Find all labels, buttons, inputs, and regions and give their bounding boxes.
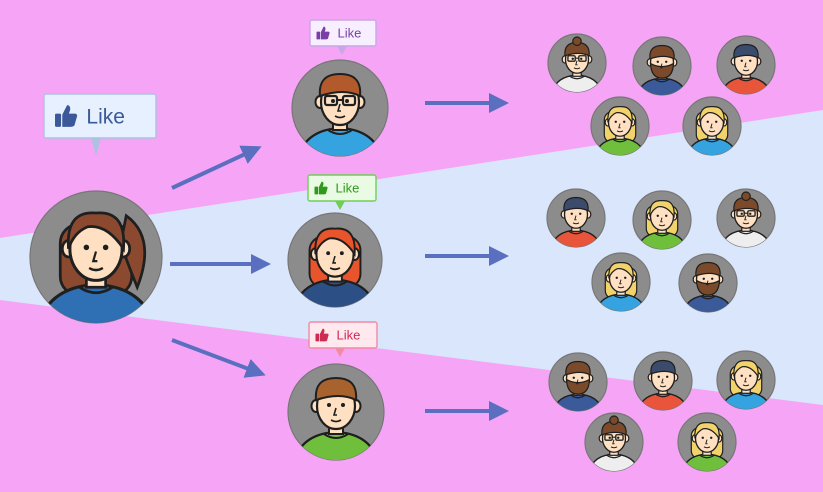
spread-band (0, 110, 823, 405)
arrow-origin-to-top (171, 145, 262, 190)
like-label: Like (337, 328, 361, 343)
avatars (29, 33, 776, 472)
bearded-man-avatar (678, 253, 738, 313)
thumbs-up-icon (316, 26, 330, 40)
like-bubble-pointer (335, 201, 345, 210)
man-glasses-avatar (291, 59, 389, 157)
like-bubble-pointer (91, 138, 101, 156)
bearded-man-avatar (632, 36, 692, 96)
thumbs-up-icon (314, 181, 328, 195)
woman-ponytail-avatar (29, 190, 163, 324)
like-bubble-pointer (337, 46, 347, 55)
thumbs-up-icon (315, 328, 329, 342)
like-bubble-tier1-middle: Like (307, 174, 377, 210)
blonde-woman-avatar (590, 96, 650, 156)
man-avatar (546, 188, 606, 248)
like-label: Like (86, 106, 125, 129)
blonde-woman-avatar (682, 96, 742, 156)
thumbs-up-icon (55, 105, 78, 127)
like-label: Like (338, 26, 362, 41)
like-bubble-tier1-bottom: Like (308, 321, 378, 357)
blonde-woman-avatar (591, 252, 651, 312)
arrow-origin-to-bottom (171, 338, 266, 378)
blonde-woman-avatar (632, 190, 692, 250)
blonde-woman-avatar (716, 350, 776, 410)
man-bun-glasses-avatar (716, 188, 776, 248)
like-bubble-pointer (335, 348, 345, 357)
woman-redhead-avatar (287, 212, 383, 308)
man-avatar (287, 363, 385, 461)
man-bun-glasses-avatar (584, 412, 644, 472)
like-bubble-tier1-top: Like (309, 19, 377, 55)
like-label: Like (336, 181, 360, 196)
arrows (170, 93, 509, 421)
like-bubble-original: Like (43, 93, 157, 156)
bearded-man-avatar (548, 352, 608, 412)
man-bun-glasses-avatar (547, 33, 607, 93)
